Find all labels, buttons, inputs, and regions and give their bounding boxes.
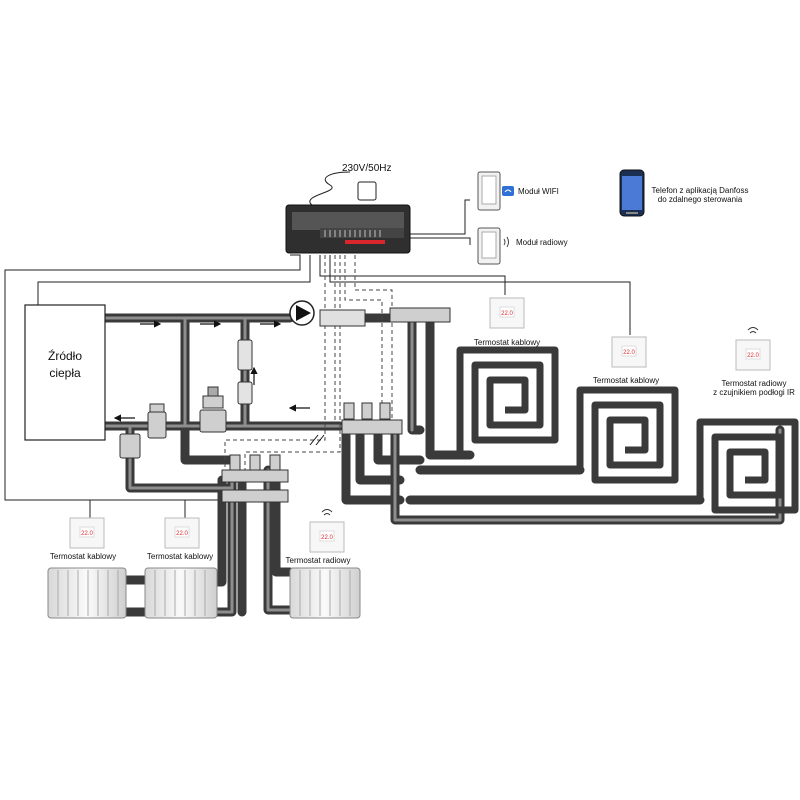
- heat-source-line-1: Źródło: [47, 349, 83, 363]
- flow-arrows: [113, 320, 310, 422]
- thermostat-display: 22.0: [623, 350, 635, 356]
- bypass-valve: [147, 403, 167, 439]
- floor-loop-1: [430, 346, 559, 459]
- heat-source-line-2: ciepła: [49, 365, 81, 380]
- floor-loop-3: [410, 418, 799, 514]
- wifi-module: [477, 171, 501, 211]
- thermostat-display: 22.0: [321, 535, 333, 541]
- thermostat-display: 22.0: [747, 353, 759, 359]
- phone-icon: [619, 169, 645, 217]
- radiator-1: [47, 567, 127, 619]
- thermostat-radiator-1-label: Termostat kablowy: [49, 552, 117, 561]
- heat-source-label: Źródło ciepła: [48, 348, 82, 382]
- radiator-manifold: [221, 454, 289, 503]
- thermostat-floor-3: [735, 339, 771, 371]
- thermostat-floor-3-line-1: Termostat radiowy: [721, 379, 787, 388]
- thermostat-display: 22.0: [81, 531, 93, 537]
- floor-loop-2: [420, 386, 679, 484]
- control-wires: [4, 171, 631, 518]
- thermostat-radiator-2-label: Termostat kablowy: [146, 552, 214, 561]
- heat-source-box: [24, 304, 106, 441]
- thermostat-floor-2-label: Termostat kablowy: [592, 376, 660, 385]
- thermostat-radiator-3: [309, 521, 345, 553]
- thermostat-radio-icon-1: [747, 327, 759, 334]
- valve-actuator: [319, 309, 366, 327]
- radiator-3: [289, 567, 361, 619]
- thermostat-floor-1: [489, 297, 525, 329]
- thermostat-radio-icon-2: [321, 509, 333, 516]
- thermostat-radiator-3-label: Termostat radiowy: [285, 556, 351, 565]
- phone-label-line-2: do zdalnego sterowania: [657, 195, 743, 205]
- phone-label: Telefon z aplikacją Danfoss do zdalnego …: [652, 186, 749, 204]
- wifi-module-label: Moduł WIFI: [518, 187, 559, 196]
- mixing-valve: [199, 386, 227, 433]
- thermostat-display: 22.0: [176, 531, 188, 537]
- wifi-icon: [502, 186, 514, 196]
- pipe-break-marks: [309, 434, 325, 446]
- thermostat-floor-3-line-2: z czujnikiem podłogi IR: [713, 388, 795, 398]
- thermostat-radiator-2: [164, 517, 200, 549]
- radiator-2: [144, 567, 218, 619]
- floor-manifold: [341, 307, 451, 435]
- flow-meter: [237, 339, 253, 405]
- thermostat-display: 22.0: [501, 311, 513, 317]
- power-supply-label: 230V/50Hz: [342, 163, 392, 174]
- return-valve: [119, 433, 141, 459]
- radio-module-label: Moduł radiowy: [516, 238, 568, 247]
- radio-waves-icon: [503, 236, 509, 248]
- thermostat-floor-3-label: Termostat radiowy z czujnikiem podłogi I…: [713, 379, 795, 397]
- main-controller: [285, 204, 411, 254]
- circulation-pump: [289, 300, 315, 326]
- thermostat-radiator-1: [69, 517, 105, 549]
- dashed-control-lines: [224, 255, 393, 470]
- phone-label-line-1: Telefon z aplikacją Danfoss: [651, 186, 749, 195]
- power-plug: [357, 181, 377, 201]
- thermostat-floor-2: [611, 336, 647, 368]
- thermostat-floor-1-label: Termostat kablowy: [473, 338, 541, 347]
- radio-module: [477, 227, 501, 265]
